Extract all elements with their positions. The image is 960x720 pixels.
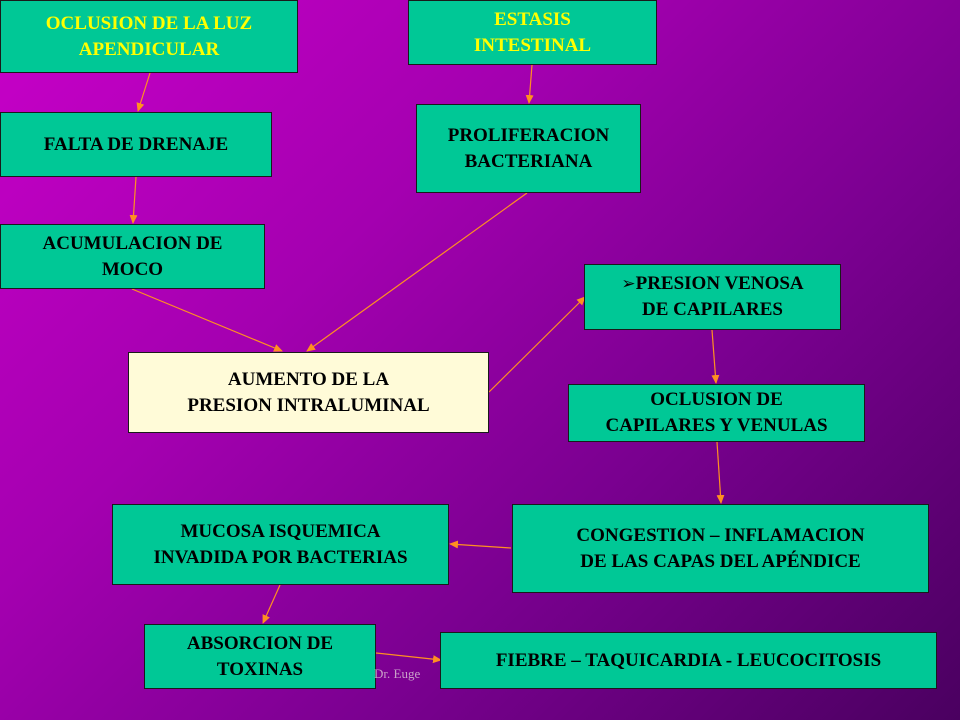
node-text: ➢PRESION VENOSA xyxy=(621,271,803,297)
node-text: OCLUSION DE LA LUZ xyxy=(45,12,253,34)
node-acumulacion: ACUMULACION DE MOCO xyxy=(0,224,265,289)
arrow-proliferacion-to-aumento xyxy=(306,192,528,352)
arrow-oclusion-cap-to-congestion xyxy=(716,441,725,504)
node-text: BACTERIANA xyxy=(464,150,593,172)
node-text: CAPILARES Y VENULAS xyxy=(605,415,828,436)
node-text: AUMENTO DE LA xyxy=(227,368,390,390)
node-text: FALTA DE DRENAJE xyxy=(43,133,229,155)
node-text: APENDICULAR xyxy=(78,38,220,60)
node-text: CONGESTION – INFLAMACION xyxy=(576,524,865,546)
node-aumento-presion: AUMENTO DE LA PRESION INTRALUMINAL xyxy=(128,352,489,433)
node-text: DE CAPILARES xyxy=(642,299,783,320)
arrow-mucosa-to-absorcion xyxy=(262,584,281,624)
arrow-acumulacion-to-aumento xyxy=(131,288,283,352)
node-oclusion-luz: OCLUSION DE LA LUZ APENDICULAR xyxy=(0,0,298,73)
arrow-absorcion-to-fiebre xyxy=(375,652,442,664)
node-fiebre: FIEBRE – TAQUICARDIA - LEUCOCITOSIS xyxy=(440,632,937,689)
node-text: DE LAS CAPAS DEL APÉNDICE xyxy=(580,550,861,572)
node-absorcion: ABSORCION DE TOXINAS xyxy=(144,624,376,689)
arrow-presion-venosa-to-oclusion-cap xyxy=(711,329,720,384)
arrow-estasis-to-proliferacion xyxy=(525,64,534,104)
node-falta-drenaje: FALTA DE DRENAJE xyxy=(0,112,272,177)
arrow-falta-to-acumulacion xyxy=(129,176,138,224)
footer-author: Dr. Euge xyxy=(374,666,421,681)
node-text: PROLIFERACION xyxy=(447,124,610,146)
arrow-congestion-to-mucosa xyxy=(449,540,512,549)
node-text: INVADIDA POR BACTERIAS xyxy=(153,546,408,568)
node-mucosa: MUCOSA ISQUEMICA INVADIDA POR BACTERIAS xyxy=(112,504,449,585)
node-estasis: ESTASIS INTESTINAL xyxy=(408,0,657,65)
node-text: PRESION INTRALUMINAL xyxy=(187,394,430,416)
node-text: ESTASIS xyxy=(494,8,571,30)
node-text: OCLUSION DE xyxy=(650,389,783,410)
node-text: FIEBRE – TAQUICARDIA - LEUCOCITOSIS xyxy=(495,649,882,671)
node-text: MOCO xyxy=(101,258,164,280)
node-text: ACUMULACION DE xyxy=(42,232,223,254)
node-text: TOXINAS xyxy=(216,658,304,680)
node-text: INTESTINAL xyxy=(473,34,592,56)
node-text-line: PRESION VENOSA xyxy=(635,273,804,294)
arrow-aumento-to-presion-venosa xyxy=(488,296,586,393)
node-oclusion-capilares: OCLUSION DE CAPILARES Y VENULAS xyxy=(568,384,865,442)
node-text: MUCOSA ISQUEMICA xyxy=(180,520,381,542)
node-proliferacion: PROLIFERACION BACTERIANA xyxy=(416,104,641,193)
node-text: ABSORCION DE xyxy=(186,632,334,654)
bullet-arrow-icon: ➢ xyxy=(621,274,636,294)
arrow-oclusion-to-falta xyxy=(136,72,151,112)
node-congestion: CONGESTION – INFLAMACION DE LAS CAPAS DEL… xyxy=(512,504,929,593)
